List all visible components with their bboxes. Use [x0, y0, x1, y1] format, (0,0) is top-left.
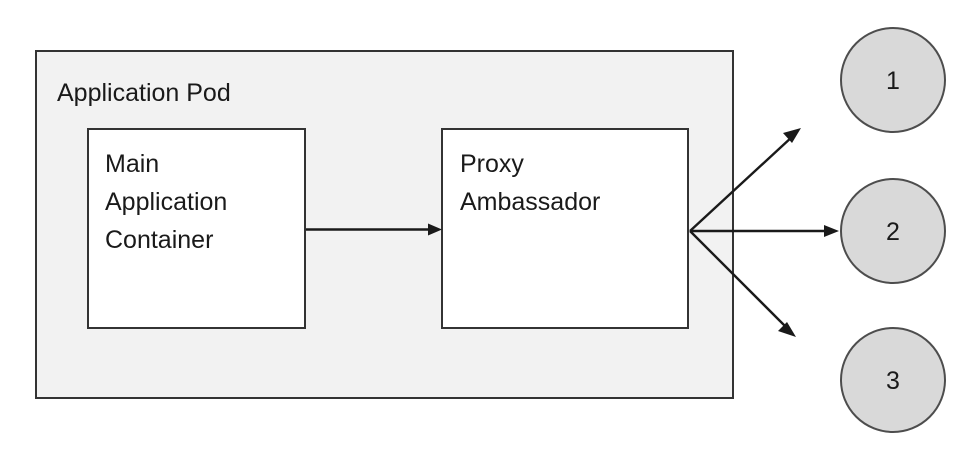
connector-proxy-to-endpoint-1 [689, 128, 801, 232]
connector-proxy-to-endpoint-3 [689, 230, 796, 337]
proxy-ambassador-line-1: Proxy [460, 150, 524, 178]
main-application-container-line-2: Application [105, 188, 227, 216]
proxy-ambassador-line-2: Ambassador [460, 188, 600, 216]
endpoint-2[interactable]: 2 [840, 178, 946, 284]
connector-proxy-to-endpoint-2 [690, 225, 839, 237]
endpoint-1[interactable]: 1 [840, 27, 946, 133]
arrowhead-proxy-to-endpoint-2 [824, 225, 839, 237]
endpoint-2-label: 2 [886, 218, 900, 246]
main-application-container-line-1: Main [105, 150, 159, 178]
arrowhead-proxy-to-endpoint-3 [778, 322, 796, 337]
proxy-ambassador-box[interactable] [441, 128, 689, 329]
endpoint-3-circle[interactable] [840, 327, 946, 433]
main-application-container-box[interactable] [87, 128, 306, 329]
endpoint-2-circle[interactable] [840, 178, 946, 284]
arrowhead-main-to-proxy [428, 223, 442, 236]
endpoint-1-label: 1 [886, 67, 900, 95]
arrowhead-proxy-to-endpoint-1 [783, 128, 801, 143]
connector-main-to-proxy [306, 223, 442, 236]
main-application-container-line-3: Container [105, 226, 213, 254]
application-pod-label: Application Pod [57, 79, 231, 107]
endpoint-3-label: 3 [886, 367, 900, 395]
endpoint-3[interactable]: 3 [840, 327, 946, 433]
endpoint-1-circle[interactable] [840, 27, 946, 133]
